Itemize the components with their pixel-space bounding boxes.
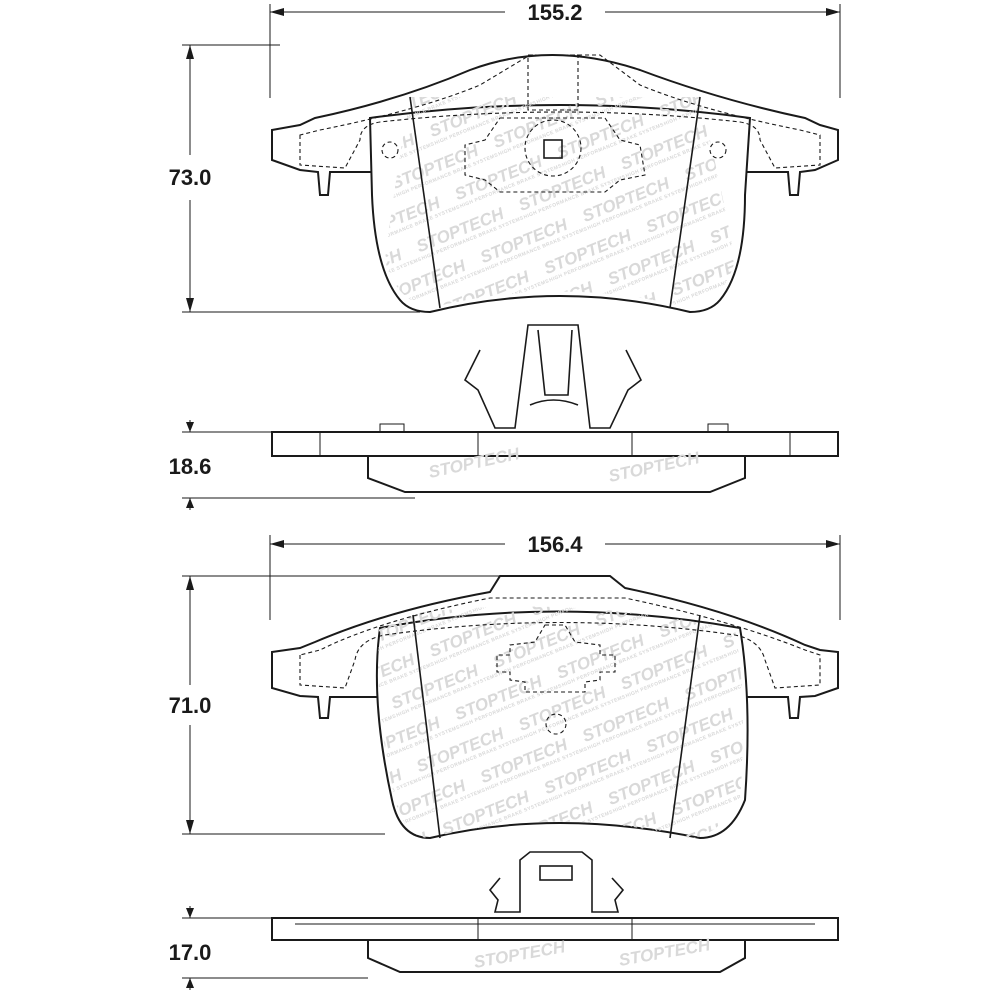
dimension-annotations: 155.2 73.0 18.6 156.4 71.0 [169,0,841,990]
top-wm-tagline-8-2: HIGH PERFORMANCE BRAKE SYSTEMS [574,300,678,347]
bottom-left-chamfer [412,614,441,839]
top-pad-side-view: STOPTECH STOPTECH [271,324,839,493]
bot-wm-tagline-7-0: HIGH PERFORMANCE BRAKE SYSTEMS [408,850,512,897]
top-left-hole [381,141,399,159]
top-right-hole [709,141,727,159]
bot-wm-tagline-8-1: HIGH PERFORMANCE BRAKE SYSTEMS [472,861,576,908]
top-wm-brand-8-4: STOPTECH [771,206,864,258]
bot-wm-tagline-1-4: HIGH PERFORMANCE BRAKE SYSTEMS [740,496,844,543]
bot-wm-brand-7-0: STOPTECH [401,839,494,891]
top-hidden-slot [527,54,579,111]
bot-wm-brand-1-4: STOPTECH [733,485,826,537]
dim-top-height-label: 73.0 [169,165,212,190]
dim-top-height-arrow-bottom [186,298,194,312]
top-wm-brand-7-0: STOPTECH [401,319,494,371]
top-center-square [543,139,563,159]
top-wm-brand-2-4: STOPTECH [694,17,787,69]
bottom-spring-clip [488,851,625,913]
top-wm-brand-8-0: STOPTECH [363,371,456,423]
top-side-tab-right [707,423,729,433]
bot-wm-brand-8-1: STOPTECH [465,850,558,902]
top-wm-brand-1-4: STOPTECH [733,0,826,17]
bot-wm-tagline-9-4: HIGH PERFORMANCE BRAKE SYSTEMS [842,748,946,795]
bottom-lower-hole [545,713,567,735]
bottom-hidden-outline [299,597,821,689]
dim-top-width-label: 155.2 [527,0,582,25]
bot-wm-brand-2-4: STOPTECH [694,537,787,589]
dim-bottom-height-label: 71.0 [169,693,212,718]
top-wm-tagline-0-3: HIGH PERFORMANCE BRAKE SYSTEMS [574,7,678,54]
top-wm-brand-0-4: STOPTECH [669,0,762,6]
top-side-friction [367,455,746,493]
bot-wm-tagline-7-4: HIGH PERFORMANCE BRAKE SYSTEMS [816,685,920,732]
dim-bottom-height-arrow-top [186,576,194,590]
top-wm-tagline-7-0: HIGH PERFORMANCE BRAKE SYSTEMS [408,330,512,377]
dim-bottom-height-arrow-bottom [186,820,194,834]
bot-wm-brand-8-4: STOPTECH [771,726,864,778]
bottom-friction-material [375,610,749,840]
dim-top-height-arrow-top [186,45,194,59]
top-wm-tagline-8-0: HIGH PERFORMANCE BRAKE SYSTEMS [370,382,474,429]
top-left-chamfer [409,96,441,309]
dim-bottom-thickness-arrow-bottom [186,978,194,988]
dim-top-width-arrow-right [826,8,840,16]
dim-bottom-width-arrow-left [270,540,284,548]
bot-wm-tagline-0-3: HIGH PERFORMANCE BRAKE SYSTEMS [574,527,678,574]
dim-top-thickness-arrow-bottom [186,498,194,508]
bot-wm-tagline-9-1: HIGH PERFORMANCE BRAKE SYSTEMS [536,872,640,919]
bot-wm-brand-3-4: STOPTECH [758,548,851,600]
top-hidden-clip-area [464,117,646,193]
top-side-plate-details [319,432,791,456]
top-wm-brand-8-1: STOPTECH [465,330,558,382]
bot-wm-brand-2-0: STOPTECH [286,702,379,754]
top-center-boss [524,119,582,177]
dim-bottom-width-arrow-right [826,540,840,548]
top-wm-tagline-2-4: HIGH PERFORMANCE BRAKE SYSTEMS [701,28,805,75]
bot-wm-tagline-8-4: HIGH PERFORMANCE BRAKE SYSTEMS [778,738,882,785]
top-wm-tagline-6-0: HIGH PERFORMANCE BRAKE SYSTEMS [344,319,448,366]
bot-wm-brand-9-1: STOPTECH [528,861,621,913]
top-wm-tagline-3-4: HIGH PERFORMANCE BRAKE SYSTEMS [765,39,869,86]
top-hidden-outline [299,54,821,169]
top-wm-tagline-8-4: HIGH PERFORMANCE BRAKE SYSTEMS [778,218,882,265]
dim-bottom-width-label: 156.4 [527,532,583,557]
bottom-clip-slot [539,865,573,881]
top-friction-material [368,104,752,314]
bottom-right-chamfer [669,614,701,839]
top-right-chamfer [669,96,701,309]
bottom-pad-side-view: STOPTECH STOPTECH [271,851,839,973]
bottom-side-plate-details [295,918,815,940]
bot-wm-tagline-2-4: HIGH PERFORMANCE BRAKE SYSTEMS [701,548,805,595]
bottom-side-friction [367,939,746,973]
bot-wm-brand-9-4: STOPTECH [834,737,927,789]
dim-top-thickness-arrow-top [186,422,194,432]
dim-bottom-thickness-arrow-top [186,908,194,918]
dim-top-thickness-label: 18.6 [169,454,212,479]
top-side-tab-left [379,423,405,433]
bottom-hidden-clip-area [496,624,616,693]
dim-bottom-thickness-label: 17.0 [169,940,212,965]
bot-wm-tagline-9-3: HIGH PERFORMANCE BRAKE SYSTEMS [740,790,844,837]
top-spring-clip-inner [537,329,573,396]
top-wm-brand-3-4: STOPTECH [758,28,851,80]
bot-wm-tagline-6-0: HIGH PERFORMANCE BRAKE SYSTEMS [344,839,448,886]
top-wm-brand-1-3: STOPTECH [631,6,724,58]
bot-wm-brand-1-3: STOPTECH [631,526,724,578]
top-wm-tagline-0-4: HIGH PERFORMANCE BRAKE SYSTEMS [676,0,780,12]
top-spring-clip [463,324,643,429]
top-spring-clip-fold [529,399,579,406]
bottom-side-backing-plate [271,917,839,941]
top-wm-tagline-8-1: HIGH PERFORMANCE BRAKE SYSTEMS [472,341,576,388]
dim-top-width-arrow-left [270,8,284,16]
top-wm-tagline-1-3: HIGH PERFORMANCE BRAKE SYSTEMS [638,17,742,64]
top-wm-tagline-7-4: HIGH PERFORMANCE BRAKE SYSTEMS [816,165,920,212]
top-wm-brand-6-0: STOPTECH [337,308,430,360]
top-side-backing-plate [271,431,839,457]
bot-wm-tagline-3-4: HIGH PERFORMANCE BRAKE SYSTEMS [765,559,869,606]
top-wm-brand-2-0: STOPTECH [286,182,379,234]
